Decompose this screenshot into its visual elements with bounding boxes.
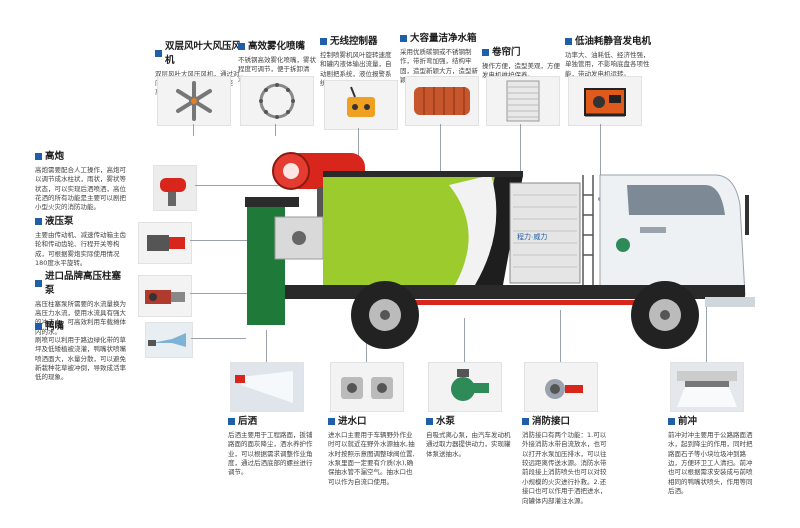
callout-remote-title: 无线控制器 [330, 36, 378, 47]
water-tank-icon [405, 76, 479, 126]
leader-rear [266, 330, 267, 362]
callout-fire-desc: 消防接口有两个功能：1.可以外接消防水带自流放水，也可以打开水泵加压排水，可以往… [522, 430, 607, 505]
callout-duck: 鸭嘴 刷喷可以利用于路边绿化带的草坪及低矮植被浇灌，鸭嘴状喷嘴喷洒面大，水量分散… [35, 320, 130, 383]
leader-plunger [190, 293, 255, 294]
callout-shutter-title: 卷帘门 [492, 47, 521, 58]
front-flush-icon [670, 362, 744, 412]
fog-cannon-icon [153, 165, 197, 211]
leader-generator [600, 124, 601, 199]
water-tank [323, 171, 523, 291]
callout-generator-desc: 功率大、油耗低、经济性强，单独管用，不影响底盘各项性能，带动发电机运转。 [565, 50, 650, 78]
duckbill-nozzle-icon [145, 322, 193, 358]
callout-inlet: 进水口 进水口主要用于车辆野外作业时可以就近在野外水源抽水,抽水时按照示意图调整… [328, 415, 416, 487]
truck-cab [599, 174, 749, 296]
callout-cannon: 高炮 高炮需要配合人工操作，高炮可以调节成水柱状，雨状，雾状等状态，可以实现后洒… [35, 150, 130, 213]
callout-shutter: 卷帘门 操作方便，造型美观，方便发电机维护保养。 [482, 46, 562, 81]
callout-fan-title: 双层风叶大风压风机 [165, 41, 242, 66]
callout-front-title: 前冲 [678, 416, 698, 427]
water-pump-icon [428, 362, 502, 412]
callout-ring-title: 高效雾化喷嘴 [248, 41, 306, 52]
callout-tank-title: 大容量洁净水箱 [410, 33, 477, 44]
callout-pump-title: 液压泵 [45, 216, 74, 227]
leader-fan [193, 124, 194, 136]
callout-plunger-title: 进口品牌高压柱塞泵 [45, 271, 122, 296]
callout-rear: 后洒 后洒主要用于工程路面，扳铺路面的面灰降尘，洒水养护作业，可以根据需求调整作… [228, 415, 313, 478]
fire-hose-interface-icon [524, 362, 598, 412]
fan-icon [157, 76, 231, 126]
remote-controller-icon [324, 80, 398, 130]
brand-label: 程力·威力 [517, 232, 547, 241]
generator-cabinet [509, 182, 581, 284]
front-bumper [705, 297, 755, 307]
callout-wpump-desc: 自吸式离心泵，由汽车发动机通过取力器提供动力，实现罐体泵送抽水。 [426, 430, 511, 458]
callout-rear-desc: 后洒主要用于工程路面，扳铺路面的面灰降尘，洒水养护作业，可以根据需求调整作业角度… [228, 430, 313, 477]
leader-cannon [195, 185, 280, 186]
side-guard-rail [405, 300, 645, 305]
leader-ring [275, 124, 276, 136]
callout-rear-title: 后洒 [238, 416, 258, 427]
leader-pump [190, 240, 250, 241]
callout-pump: 液压泵 主要由传动机、减速传动箱主齿轮和传动齿轮、行程开关等构成，可根据雾炮实际… [35, 215, 130, 268]
sprayer-ring-icon [240, 76, 314, 126]
water-inlet-icon [330, 362, 404, 412]
callout-wpump-title: 水泵 [436, 416, 456, 427]
leader-shutter [520, 124, 521, 184]
ladder [582, 175, 594, 285]
callout-pump-desc: 主要由传动机、减速传动箱主齿轮和传动齿轮、行程开关等构成，可根据雾炮实际使用情况… [35, 230, 126, 268]
callout-shutter-desc: 操作方便，造型美观，方便发电机维护保养。 [482, 61, 560, 79]
callout-duck-title: 鸭嘴 [45, 321, 65, 332]
callout-inlet-title: 进水口 [338, 416, 367, 427]
callout-front: 前冲 前冲对冲主要用于公路路面洒水，起到降尘的作用，同时把路面石子等小块垃圾冲到… [668, 415, 753, 497]
rear-spray-icon [230, 362, 304, 412]
callout-wpump: 水泵 自吸式离心泵，由汽车发动机通过取力器提供动力，实现罐体泵送抽水。 [426, 415, 511, 459]
callout-plunger: 进口品牌高压柱塞泵 高压柱塞泵所需要的水流量换为高压力水流，使用水流具有强大的冲… [35, 270, 130, 337]
callout-cannon-desc: 高炮需要配合人工操作，高炮可以调节成水柱状，雨状，雾状等状态，可以实现后洒喷洒，… [35, 165, 126, 212]
sprinkler-truck-illustration: 程力·威力 [245, 152, 755, 349]
wheels [351, 281, 699, 349]
callout-generator-title: 低油耗静音发电机 [575, 36, 652, 47]
callout-plunger-desc: 高压柱塞泵所需要的水流量换为高压力水流，使用水流具有强大的冲击力，可高效利用车载… [35, 299, 126, 336]
callout-fire: 消防接口 消防接口有两个功能：1.可以外接消防水带自流放水，也可以打开水泵加压排… [522, 415, 610, 506]
callout-inlet-desc: 进水口主要用于车辆野外作业时可以就近在野外水源抽水,抽水时按照示意图调整球阀位置… [328, 430, 415, 486]
callout-fire-title: 消防接口 [532, 416, 571, 427]
callout-front-desc: 前冲对冲主要用于公路路面洒水，起到降尘的作用，同时把路面石子等小块垃圾冲到路边，… [668, 430, 753, 496]
leader-fire [560, 310, 561, 362]
leader-front [706, 300, 707, 362]
callout-generator: 低油耗静音发电机 功率大、油耗低、经济性强，单独管用，不影响底盘各项性能，带动发… [565, 35, 651, 79]
callout-cannon-title: 高炮 [45, 151, 65, 162]
callout-duck-desc: 刷喷可以利用于路边绿化带的草坪及低矮植被浇灌，鸭嘴状喷嘴喷洒面大，水量分散，可以… [35, 335, 126, 382]
roller-shutter-icon [486, 76, 560, 126]
leader-tank [440, 124, 441, 179]
leader-remote [358, 128, 359, 156]
generator-icon [568, 76, 642, 126]
hydraulic-pump-icon [138, 222, 192, 264]
leader-wpump [464, 318, 465, 362]
leader-duck [191, 338, 246, 339]
plunger-pump-icon [138, 275, 192, 317]
